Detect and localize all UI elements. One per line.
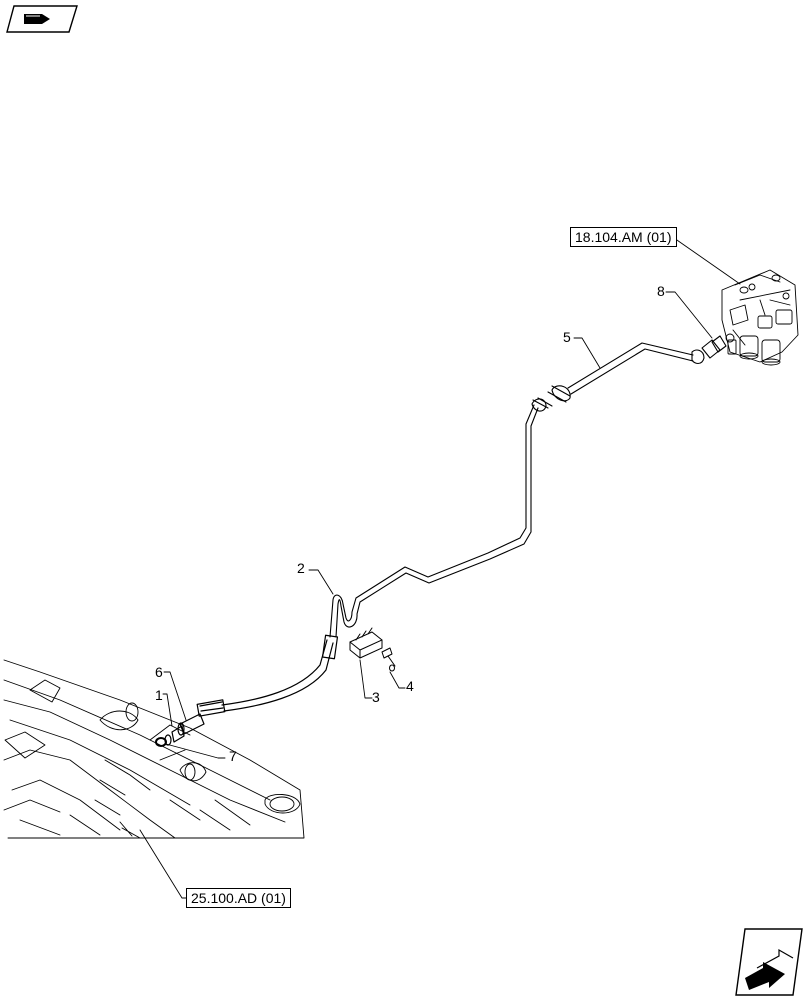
book-pointer-icon (6, 5, 78, 33)
callout-1: 1 (155, 687, 163, 703)
next-page-arrow-icon (735, 928, 803, 996)
callout-7: 7 (229, 748, 237, 764)
callout-3: 3 (372, 689, 380, 705)
callout-5: 5 (563, 329, 571, 345)
hydraulic-hose (155, 634, 339, 747)
reference-box-valve[interactable]: 18.104.AM (01) (570, 227, 677, 247)
bolt-part (381, 647, 396, 672)
callout-4: 4 (406, 678, 414, 694)
next-page-nav-tile[interactable] (735, 928, 803, 996)
rigid-tube (329, 342, 705, 638)
axle-assembly (3, 659, 305, 839)
leader-lines (139, 237, 741, 899)
callout-8: 8 (657, 283, 665, 299)
reference-box-axle[interactable]: 25.100.AD (01) (186, 888, 291, 908)
top-left-nav-tile[interactable] (6, 5, 78, 33)
valve-fitting (701, 335, 727, 359)
clamp-part (349, 627, 383, 659)
control-valve (721, 269, 799, 366)
callout-2: 2 (297, 560, 305, 576)
callout-6: 6 (155, 664, 163, 680)
